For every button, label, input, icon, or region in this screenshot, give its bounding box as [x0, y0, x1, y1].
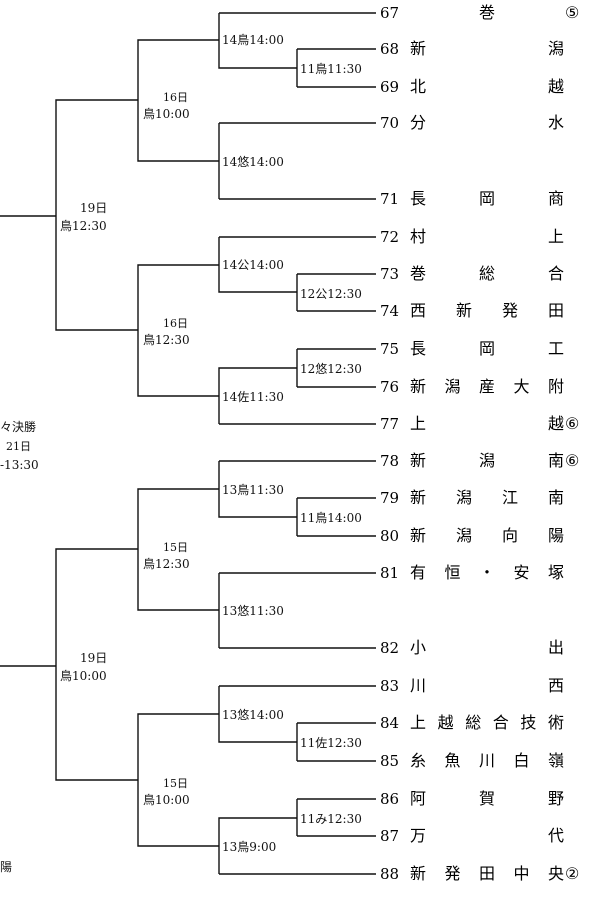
- game-qf-title: 々決勝: [0, 419, 36, 434]
- team-seed-mark: ②: [565, 864, 579, 883]
- game-r3-second-time: 鳥12:30: [143, 332, 190, 347]
- game-r3-third-time: 鳥12:30: [143, 556, 190, 571]
- game-r2-78-7980: 13鳥11:30: [222, 482, 284, 497]
- game-r4-lower-time: 鳥10:00: [60, 668, 107, 683]
- team-number: 69: [380, 78, 399, 96]
- team-number: 85: [380, 752, 399, 770]
- team-seed-mark: ⑥: [565, 451, 579, 470]
- team-number: 72: [380, 228, 399, 246]
- edge-text: 陽: [0, 860, 12, 874]
- team-name: 長岡工: [410, 339, 564, 358]
- connector-r4-lower: [55, 548, 138, 781]
- team-name: 阿賀野: [410, 789, 564, 808]
- connector-83-8485: [218, 686, 297, 743]
- team-number: 67: [380, 4, 399, 22]
- team-name: 小出: [410, 638, 564, 657]
- team-number: 83: [380, 677, 399, 695]
- connector-7576-77: [218, 367, 297, 424]
- game-r3-top-day: 16日: [163, 91, 188, 104]
- team-number: 68: [380, 40, 399, 58]
- team-number: 76: [380, 378, 399, 396]
- connector-r4-upper: [55, 99, 138, 331]
- team-name: 西新発田: [410, 301, 564, 320]
- team-name: 上越総合技術: [410, 713, 564, 732]
- team-name: 北越: [410, 77, 564, 96]
- game-r1-84-85: 11佐12:30: [300, 736, 362, 750]
- team-name: 有恒・安塚: [410, 563, 564, 582]
- game-r4-upper-day: 19日: [80, 201, 107, 215]
- game-r1-79-80: 11鳥14:00: [300, 510, 362, 525]
- team-name: 新潟産大附: [410, 377, 564, 396]
- team-number: 86: [380, 790, 399, 808]
- team-name: 新潟向陽: [410, 526, 564, 545]
- team-name: 村上: [410, 227, 564, 246]
- team-number: 88: [380, 865, 399, 883]
- game-qf-day: 21日: [6, 440, 31, 453]
- game-r3-top-time: 鳥10:00: [143, 106, 190, 121]
- connector-67-6869: [218, 13, 297, 69]
- team-number: 77: [380, 415, 399, 433]
- connector-72-7374: [218, 237, 297, 293]
- team-number: 78: [380, 452, 399, 470]
- game-r3-fourth-day: 15日: [163, 777, 188, 790]
- game-r4-lower-day: 19日: [80, 651, 107, 665]
- team-seed-mark: ⑤: [565, 3, 579, 22]
- team-number: 79: [380, 489, 399, 507]
- team-number: 81: [380, 564, 399, 582]
- game-r1-86-87: 11み12:30: [300, 812, 362, 826]
- team-name: 新潟: [410, 39, 564, 58]
- team-name: 新潟江南: [410, 488, 564, 507]
- team-name: 巻総合: [410, 264, 564, 283]
- game-qf-time: -13:30: [0, 458, 39, 472]
- connector-8687-88: [218, 817, 297, 874]
- team-number: 87: [380, 827, 399, 845]
- team-number: 75: [380, 340, 399, 358]
- game-r1-73-74: 12公12:30: [300, 287, 362, 301]
- game-r3-third-day: 15日: [163, 541, 188, 554]
- team-number: 80: [380, 527, 399, 545]
- connector-78-7980: [218, 461, 297, 518]
- team-name: 新発田中央: [410, 864, 564, 883]
- team-number: 82: [380, 639, 399, 657]
- game-r2-7576-77: 14佐11:30: [222, 390, 284, 404]
- game-r1-75-76: 12悠12:30: [300, 361, 362, 376]
- team-name: 長岡商: [410, 189, 564, 208]
- team-name: 万代: [410, 826, 564, 845]
- team-number: 74: [380, 302, 399, 320]
- team-number: 73: [380, 265, 399, 283]
- game-r2-72-7374: 14公14:00: [222, 258, 284, 272]
- team-name: 分水: [410, 113, 564, 132]
- game-r2-70-71: 14悠14:00: [222, 154, 284, 169]
- game-r2-67-6869: 14鳥14:00: [222, 32, 284, 47]
- team-name: 川西: [410, 676, 564, 695]
- team-seed-mark: ⑥: [565, 414, 579, 433]
- game-r3-fourth-time: 鳥10:00: [143, 792, 190, 807]
- team-name: 新潟南: [410, 451, 564, 470]
- game-r4-upper-time: 鳥12:30: [60, 218, 107, 233]
- game-r3-second-day: 16日: [163, 317, 188, 330]
- game-r2-81-82: 13悠11:30: [222, 603, 284, 618]
- team-name: 糸魚川白嶺: [410, 751, 564, 770]
- team-number: 70: [380, 114, 399, 132]
- game-r1-68-69: 11鳥11:30: [300, 61, 362, 76]
- connector-r3-second: [137, 264, 219, 397]
- game-r2-83-8485: 13悠14:00: [222, 707, 284, 722]
- team-number: 71: [380, 190, 399, 208]
- team-name: 上越: [410, 414, 564, 433]
- team-name: 巻: [479, 3, 495, 22]
- team-number: 84: [380, 714, 399, 732]
- game-r2-8687-88: 13鳥9:00: [222, 839, 276, 854]
